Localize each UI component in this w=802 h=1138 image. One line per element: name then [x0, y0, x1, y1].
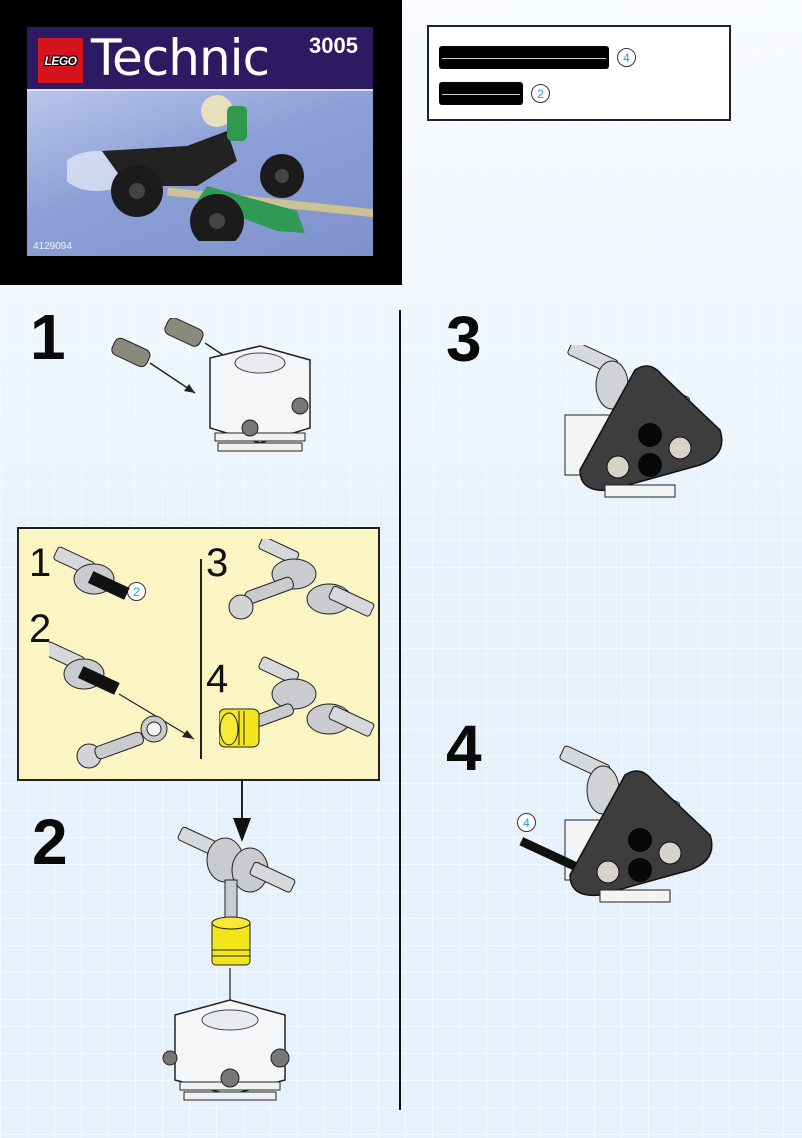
sub-step-number: 1: [29, 541, 52, 585]
friction-pin-icon: [111, 337, 151, 368]
callout-divider: [200, 559, 202, 759]
sub-steps-1-2-illustration: [49, 546, 195, 769]
long-axle-icon: [439, 46, 609, 69]
engine-with-axle-icon: [519, 745, 713, 903]
engine-block-icon: [162, 999, 290, 1101]
car-image-icon: [67, 95, 305, 241]
sub-step-number: 2: [29, 607, 52, 651]
parts-list-item: 2: [439, 82, 550, 105]
arrow-down-icon: [233, 818, 251, 842]
column-divider: [399, 310, 401, 1110]
quantity-badge: 4: [517, 813, 536, 832]
brand-title: Technic: [91, 29, 270, 87]
step-number: 1: [30, 301, 66, 373]
friction-pin-icon: [164, 318, 204, 347]
axle-pin-icon: [439, 82, 523, 105]
engine-with-liftarm-icon: [564, 345, 723, 498]
step-1-illustration: [111, 318, 311, 452]
step-3-illustration: [564, 345, 723, 498]
sub-steps-3-4-illustration: [219, 539, 375, 748]
callout-arrow: [241, 781, 243, 823]
sub-step-number: 3: [206, 541, 229, 585]
piston-icon: [219, 708, 260, 748]
set-number: 3005: [309, 33, 358, 58]
step-number: 3: [446, 303, 482, 375]
quantity-badge: 2: [531, 84, 550, 103]
axle-with-bush-icon: [53, 546, 130, 600]
sub-step-number: 4: [206, 657, 229, 701]
cover-box-art: LEGO Technic 3005 4129094: [27, 27, 373, 256]
connecting-rod-icon: [76, 715, 168, 769]
crankshaft-with-piston-icon: [219, 656, 375, 748]
quantity-badge: 4: [617, 48, 636, 67]
axle-with-bush-icon: [49, 641, 120, 695]
step-2-illustration: [162, 826, 296, 1101]
item-number: 4129094: [33, 241, 72, 252]
cover-photo: 4129094: [27, 91, 373, 256]
step-number: 2: [32, 806, 68, 878]
step-4-illustration: [519, 745, 713, 903]
cover-panel: LEGO Technic 3005 4129094: [0, 0, 402, 285]
crankshaft-assembly-icon: [228, 539, 375, 620]
engine-block-icon: [209, 345, 311, 452]
lego-logo: LEGO: [38, 38, 83, 83]
step-number: 4: [446, 712, 482, 784]
parts-list-box: 4 2: [427, 25, 731, 121]
sub-assembly-callout: 1 2 3 4 2: [17, 527, 380, 781]
parts-list-item: 4: [439, 46, 636, 69]
cover-header: LEGO Technic 3005: [27, 27, 373, 91]
crankshaft-piston-assembly-icon: [177, 826, 296, 966]
